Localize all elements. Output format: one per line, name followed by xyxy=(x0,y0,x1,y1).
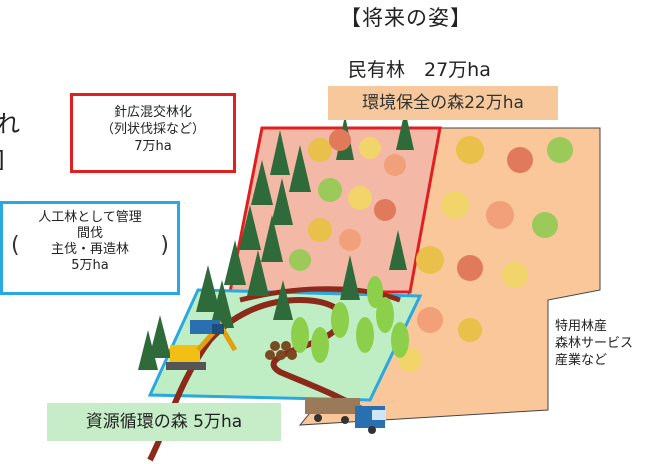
right-bracket-icon: ) xyxy=(160,233,169,258)
special-line3: 産業など xyxy=(555,353,608,368)
env-forest-label: 環境保全の森22万ha xyxy=(328,86,558,120)
private-forest-label: 民有林 27万ha xyxy=(348,59,491,81)
plantation-callout-line2: 間伐 xyxy=(76,226,103,241)
special-line2: 森林サービス xyxy=(555,336,634,351)
env-broadleaf-trees xyxy=(398,136,573,372)
page-title: 【将来の姿】 xyxy=(340,6,472,30)
special-industry-label: 特用林産 森林サービス 産業など xyxy=(555,318,633,369)
mixed-callout-line3: 7万ha xyxy=(134,139,172,154)
cut-off-text-1: れ xyxy=(0,110,20,138)
plantation-callout-line3: 主伐・再造林 xyxy=(50,242,129,257)
mixed-forest-callout: 針広混交林化 （列状伐採など） 7万ha xyxy=(70,93,236,173)
plantation-callout-line4: 5万ha xyxy=(71,258,109,273)
resource-young-trees xyxy=(291,276,409,363)
mixed-broadleaf-trees xyxy=(289,129,406,271)
mixed-callout-line2: （列状伐採など） xyxy=(100,122,205,137)
special-line1: 特用林産 xyxy=(555,319,608,334)
small-truck xyxy=(190,320,224,334)
logging-truck xyxy=(305,398,386,434)
cut-off-text-2: ] xyxy=(0,148,5,173)
conifer-trees xyxy=(138,110,414,370)
plantation-callout: 人工林として管理 間伐 主伐・再造林 5万ha ( ) xyxy=(0,201,180,295)
left-bracket-icon: ( xyxy=(11,233,20,258)
mixed-callout-line1: 針広混交林化 xyxy=(113,105,192,120)
log-pile xyxy=(265,341,297,360)
plantation-callout-line1: 人工林として管理 xyxy=(38,210,142,225)
resource-forest-label: 資源循環の森 5万ha xyxy=(47,403,281,441)
